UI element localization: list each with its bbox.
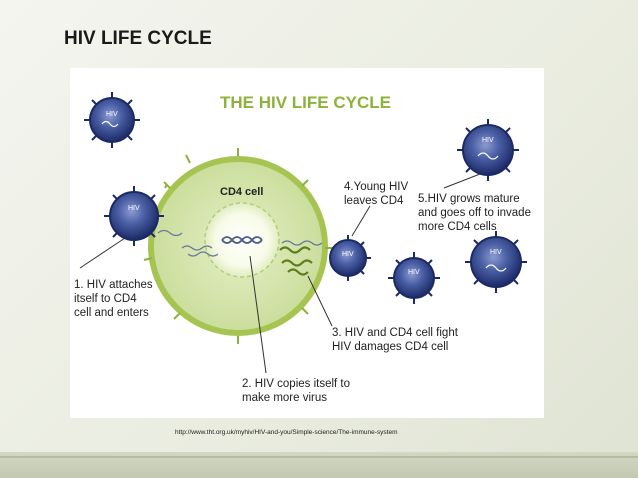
step-4-line-2: leaves CD4 — [344, 195, 404, 207]
virus-label: HIV — [490, 249, 502, 256]
step-1-line-3: cell and enters — [74, 307, 149, 319]
viral-rna-green-icon — [279, 246, 313, 276]
hiv-virus-attaching: HIV — [104, 186, 164, 246]
step-4-line-1: 4.Young HIV — [344, 181, 408, 193]
step-5-line-3: more CD4 cells — [418, 221, 497, 233]
hiv-virus-mature-bottom: HIV — [465, 231, 527, 293]
hiv-virus-young: HIV — [388, 252, 440, 304]
hiv-life-cycle-diagram: THE HIV LIFE CYCLE CD4 cell — [70, 68, 544, 418]
footer-divider — [0, 456, 638, 458]
cd4-cell: CD4 cell — [143, 148, 333, 344]
cd4-cell-label: CD4 cell — [220, 186, 263, 198]
slide-title: HIV LIFE CYCLE — [64, 28, 212, 49]
step-3-line-2: HIV damages CD4 cell — [332, 341, 448, 353]
virus-label: HIV — [482, 137, 494, 144]
step-3-label: 3. HIV and CD4 cell fight HIV damages CD… — [332, 327, 459, 353]
step-3-line-1: 3. HIV and CD4 cell fight — [332, 327, 459, 339]
step-1-label: 1. HIV attaches itself to CD4 cell and e… — [74, 279, 153, 319]
diagram-title: THE HIV LIFE CYCLE — [220, 93, 391, 112]
step-2-line-2: make more virus — [242, 392, 327, 404]
step-2-line-1: 2. HIV copies itself to — [242, 378, 350, 390]
step-5-label: 5.HIV grows mature and goes off to invad… — [418, 193, 531, 233]
pointer-lines — [79, 173, 481, 374]
virus-label: HIV — [128, 205, 140, 212]
step-1-line-2: itself to CD4 — [74, 293, 137, 305]
viral-rna-entering-icon — [157, 229, 219, 257]
hiv-virus-leaving: HIV — [329, 235, 371, 281]
footer-band — [0, 452, 638, 478]
step-5-line-2: and goes off to invade — [418, 207, 531, 219]
viral-rna-exit-icon — [281, 240, 323, 246]
step-5-line-1: 5.HIV grows mature — [418, 193, 520, 205]
viral-dna-icon — [221, 236, 263, 244]
hiv-virus-mature-top: HIV — [457, 119, 519, 181]
virus-label: HIV — [408, 269, 420, 276]
step-1-line-1: 1. HIV attaches — [74, 279, 153, 291]
hiv-virus-top-left: HIV — [84, 92, 140, 148]
step-2-label: 2. HIV copies itself to make more virus — [242, 378, 350, 404]
virus-label: HIV — [342, 251, 354, 258]
source-link[interactable]: http://www.tht.org.uk/myhiv/HIV-and-you/… — [175, 429, 398, 436]
cd4-cell-receptors — [143, 148, 333, 344]
virus-label: HIV — [106, 111, 118, 118]
step-4-label: 4.Young HIV leaves CD4 — [344, 181, 408, 207]
